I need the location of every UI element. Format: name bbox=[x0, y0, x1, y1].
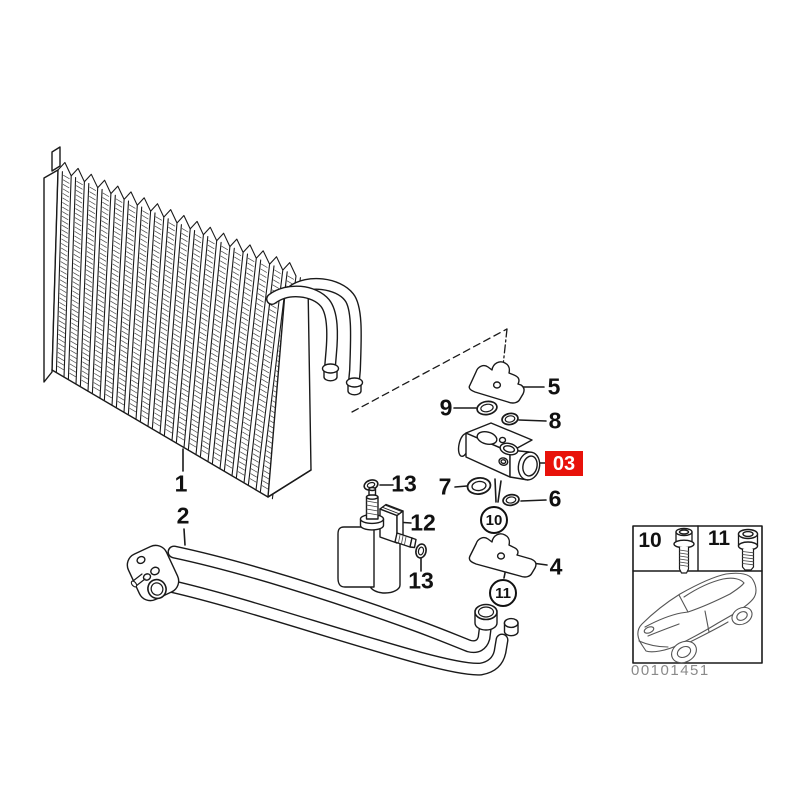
oring-9-drawing bbox=[476, 400, 498, 416]
callout-2-pipe-assembly: 2 bbox=[176, 502, 190, 529]
dashed-leader bbox=[351, 328, 508, 413]
inset-screw-10-label: 10 bbox=[638, 529, 662, 552]
valve-port bbox=[476, 430, 498, 446]
valve-12-drawing bbox=[337, 486, 417, 594]
bracket-hole bbox=[492, 381, 502, 389]
evaporator-pipes bbox=[266, 277, 364, 396]
leader-lines bbox=[182, 328, 548, 579]
evaporator-fin-hatch bbox=[57, 174, 294, 490]
callout-1-evaporator: 1 bbox=[174, 470, 188, 497]
evaporator-drawing bbox=[43, 146, 364, 500]
valve-12-stud bbox=[365, 496, 379, 520]
screw-11-icon bbox=[737, 528, 759, 571]
car-icon bbox=[637, 572, 757, 664]
evaporator-fins bbox=[51, 161, 301, 500]
callout-13-oring-upper: 13 bbox=[391, 470, 417, 497]
callout-9-oring: 9 bbox=[439, 394, 453, 421]
callout-8-oring: 8 bbox=[548, 407, 562, 434]
evaporator-bottom-edge bbox=[51, 369, 312, 498]
bracket-upper-drawing bbox=[468, 361, 525, 404]
valve-port-small bbox=[498, 436, 507, 444]
callout-7-oring: 7 bbox=[438, 473, 452, 500]
oring-6-drawing bbox=[502, 493, 520, 507]
expansion-valve-drawing bbox=[457, 422, 541, 481]
bracket-hole bbox=[496, 552, 506, 560]
evaporator-right-endplate bbox=[267, 283, 312, 498]
bracket-lower-drawing bbox=[468, 533, 537, 578]
screw-10-icon bbox=[673, 527, 695, 574]
highlighted-callout-03: 03 bbox=[545, 451, 583, 476]
flange-hole bbox=[150, 566, 160, 576]
callout-6-oring: 6 bbox=[548, 485, 562, 512]
dashdot-leader bbox=[502, 328, 508, 367]
evaporator-left-tab bbox=[51, 146, 61, 172]
oring-8-drawing bbox=[501, 412, 519, 426]
pipe-fitting-collar bbox=[321, 363, 340, 374]
pipe-fitting-collar bbox=[345, 377, 364, 388]
callout-12-valve: 12 bbox=[410, 509, 436, 536]
callout-13-oring-lower: 13 bbox=[408, 567, 434, 594]
evaporator-left-endplate bbox=[43, 169, 59, 383]
callout-balloon-10: 10 bbox=[480, 506, 508, 534]
pipe-assembly-drawing bbox=[126, 544, 519, 676]
callout-balloon-11: 11 bbox=[489, 579, 517, 607]
oring-7-drawing bbox=[466, 477, 492, 495]
callout-5-bracket-upper: 5 bbox=[547, 373, 561, 400]
inset-box bbox=[632, 525, 763, 664]
inset-screw-11-label: 11 bbox=[707, 527, 731, 550]
oring-13-lower-drawing bbox=[415, 543, 427, 559]
diagram-code: 00101451 bbox=[631, 662, 710, 679]
callout-4-bracket-lower: 4 bbox=[549, 553, 563, 580]
flange-pin bbox=[132, 573, 146, 587]
flange-hole bbox=[136, 555, 146, 565]
